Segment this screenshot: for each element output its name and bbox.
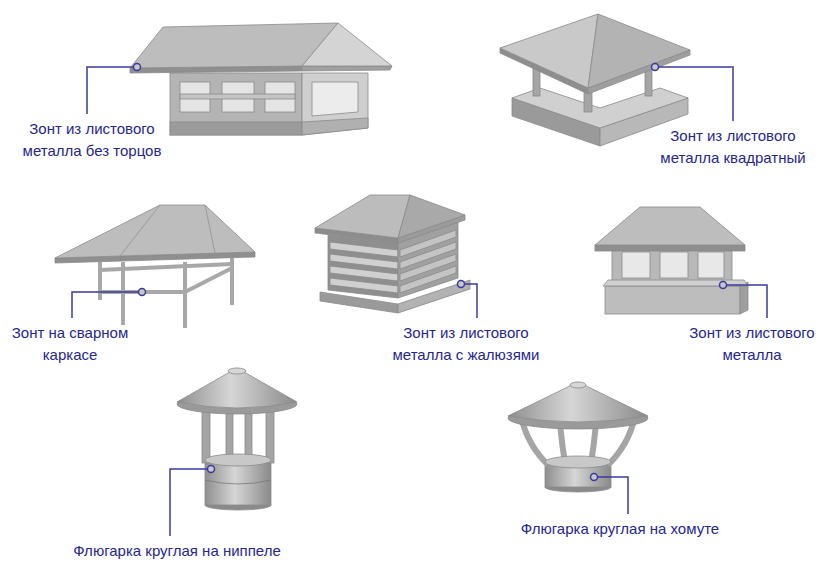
leader-line [87,67,137,114]
leader-dot [652,64,659,71]
cap-opening [312,82,358,116]
cowl-groove [205,480,271,484]
roof-plane [500,14,598,88]
cap-opening [698,252,724,278]
base-face [740,282,748,314]
frame-bar [185,268,232,292]
leader-dot [591,474,598,481]
cowl-rim [545,456,611,468]
louvre-slat [330,266,398,281]
roof-plane [595,207,745,245]
cap-opening [660,252,688,278]
leader-line [170,469,211,536]
cowl-tip [228,368,246,374]
leader-line [72,292,142,318]
callout-label: Зонт на сварном каркасе [5,322,135,366]
leader-dot [458,281,465,288]
cap-opening [622,252,650,278]
label-holder: Зонт на сварном каркасе [5,322,135,366]
cowl-leg [202,408,210,463]
callout-label: Зонт из листового металла без торцов [12,118,172,162]
callout-label: Зонт из листового металла [679,322,825,366]
roof-edge [595,245,745,251]
leader-line [723,285,767,318]
cowl-pipe [205,460,271,505]
cowl-cone [177,368,297,408]
louvre-slat [400,266,456,293]
leaders [72,67,767,536]
leader-dots [134,64,727,481]
louvre-cap [315,195,470,313]
cap-base [170,122,302,135]
label-holder: Зонт из листового металла [679,322,825,366]
leader-dot [208,466,215,473]
callout-label: Зонт из листового металла с жалюзями [386,322,546,366]
frame-bar [100,264,232,270]
cap-side [302,73,368,135]
cap-base [302,118,368,135]
round-cowl-clamp [508,382,648,492]
label-holder: Флюгарка круглая на хомуте [470,518,770,540]
gable-cap [130,23,392,135]
cap-wall [328,235,398,298]
roof-plane [398,195,465,238]
frame [100,258,232,328]
cowl-leg [266,408,274,463]
frame-bar [98,262,102,300]
louvre-slat [330,254,398,269]
label-holder: Зонт из листового металла без торцов [12,118,172,162]
label-holder: Флюгарка круглая на ниппеле [27,540,327,562]
sheet-cap [595,207,748,314]
frame-cap [55,205,255,328]
square-cap [500,14,690,146]
leader-dot [139,289,146,296]
base-face [605,286,740,314]
cap-wall [170,73,302,135]
roof-gable [302,23,392,66]
roof-plane [588,14,690,88]
frame-bar [183,262,187,328]
leader-dot [720,282,727,289]
label-holder: Зонт из листового металла квадратный [653,125,813,169]
louvre-slat [330,242,398,257]
callout-label: Флюгарка круглая на хомуте [470,518,770,540]
cowl-rim [205,454,271,466]
louvre-slat [330,278,398,293]
cowl-tip [570,382,586,388]
roof-hip [120,205,160,256]
cowl-cone [508,382,648,422]
roof-plane [315,195,410,238]
cap-rail [180,94,295,99]
round-cowl-nipple [177,368,297,510]
roof-plane [55,205,255,258]
roof-edge [302,66,392,71]
leader-dot [134,64,141,71]
callout-label: Флюгарка круглая на ниппеле [27,540,327,562]
label-holder: Зонт из листового металла с жалюзями [386,322,546,366]
leader-line [655,67,733,121]
callout-label: Зонт из листового металла квадратный [653,125,813,169]
leader-line [461,284,477,318]
roof-hip [205,205,215,253]
leader-line [594,477,628,514]
